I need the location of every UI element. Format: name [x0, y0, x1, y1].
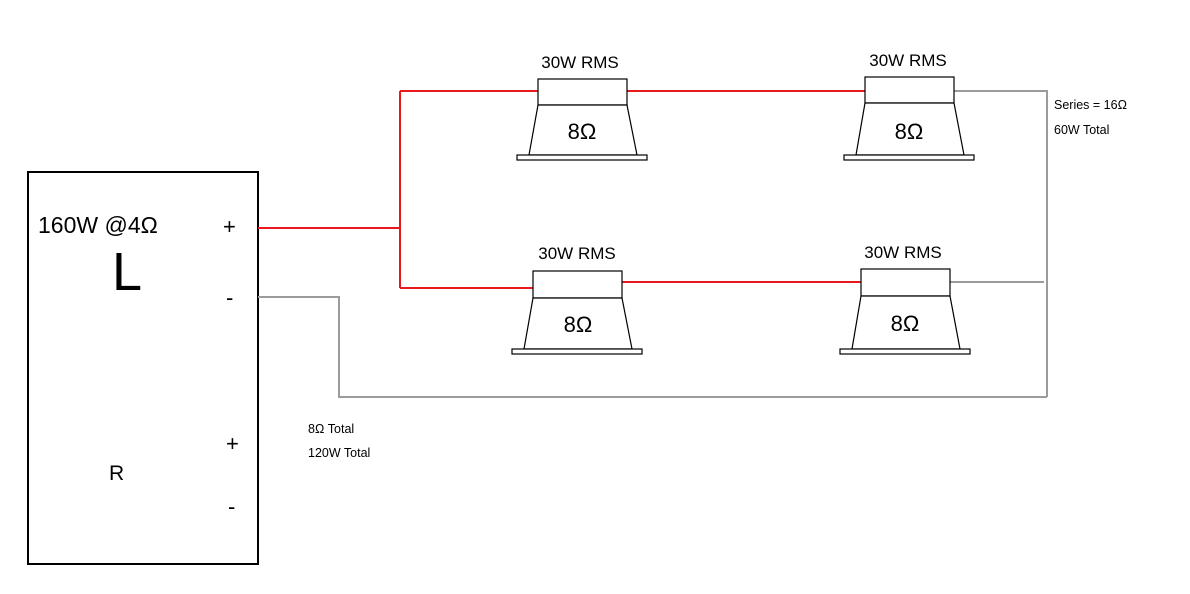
speaker-magnet — [864, 76, 955, 104]
total-annotation: 8Ω Total 120W Total — [308, 422, 370, 460]
series-impedance-note: Series = 16Ω — [1054, 98, 1127, 112]
negative-wire-return — [258, 296, 1047, 398]
total-power-note: 120W Total — [308, 446, 370, 460]
left-channel-label: L — [112, 242, 142, 302]
speaker-magnet — [860, 268, 951, 297]
speaker-frame — [516, 154, 648, 161]
amplifier: 160W @4Ω L + - R + - — [27, 171, 259, 565]
series-power-note: 60W Total — [1054, 123, 1109, 137]
amplifier-rating: 160W @4Ω — [38, 212, 158, 238]
speaker-bottom-right: 30W RMS 8Ω — [839, 243, 971, 355]
speaker-bottom-left: 30W RMS 8Ω — [511, 244, 643, 355]
negative-wire-top-speaker — [954, 90, 1048, 397]
negative-wiring — [258, 90, 1048, 398]
speaker-frame — [839, 348, 971, 355]
speaker-rms-label: 30W RMS — [538, 244, 615, 263]
speaker-rms-label: 30W RMS — [541, 53, 618, 72]
speaker-top-right: 30W RMS 8Ω — [843, 51, 975, 161]
right-plus-terminal: + — [226, 431, 239, 456]
total-impedance-note: 8Ω Total — [308, 422, 354, 436]
positive-wiring — [258, 90, 865, 289]
speaker-magnet — [537, 78, 628, 106]
speaker-rms-label: 30W RMS — [864, 243, 941, 262]
left-minus-terminal: - — [226, 285, 233, 310]
speaker-impedance: 8Ω — [568, 119, 597, 144]
speaker-top-left: 30W RMS 8Ω — [516, 53, 648, 161]
series-annotation: Series = 16Ω 60W Total — [1054, 98, 1127, 137]
speaker-impedance: 8Ω — [895, 119, 924, 144]
speaker-impedance: 8Ω — [564, 312, 593, 337]
speaker-rms-label: 30W RMS — [869, 51, 946, 70]
speaker-magnet — [532, 270, 623, 299]
speaker-impedance: 8Ω — [891, 311, 920, 336]
amplifier-box — [27, 171, 259, 565]
right-channel-label: R — [109, 462, 124, 485]
speaker-frame — [511, 348, 643, 355]
speaker-frame — [843, 154, 975, 161]
left-plus-terminal: + — [223, 214, 236, 239]
right-minus-terminal: - — [228, 494, 235, 519]
